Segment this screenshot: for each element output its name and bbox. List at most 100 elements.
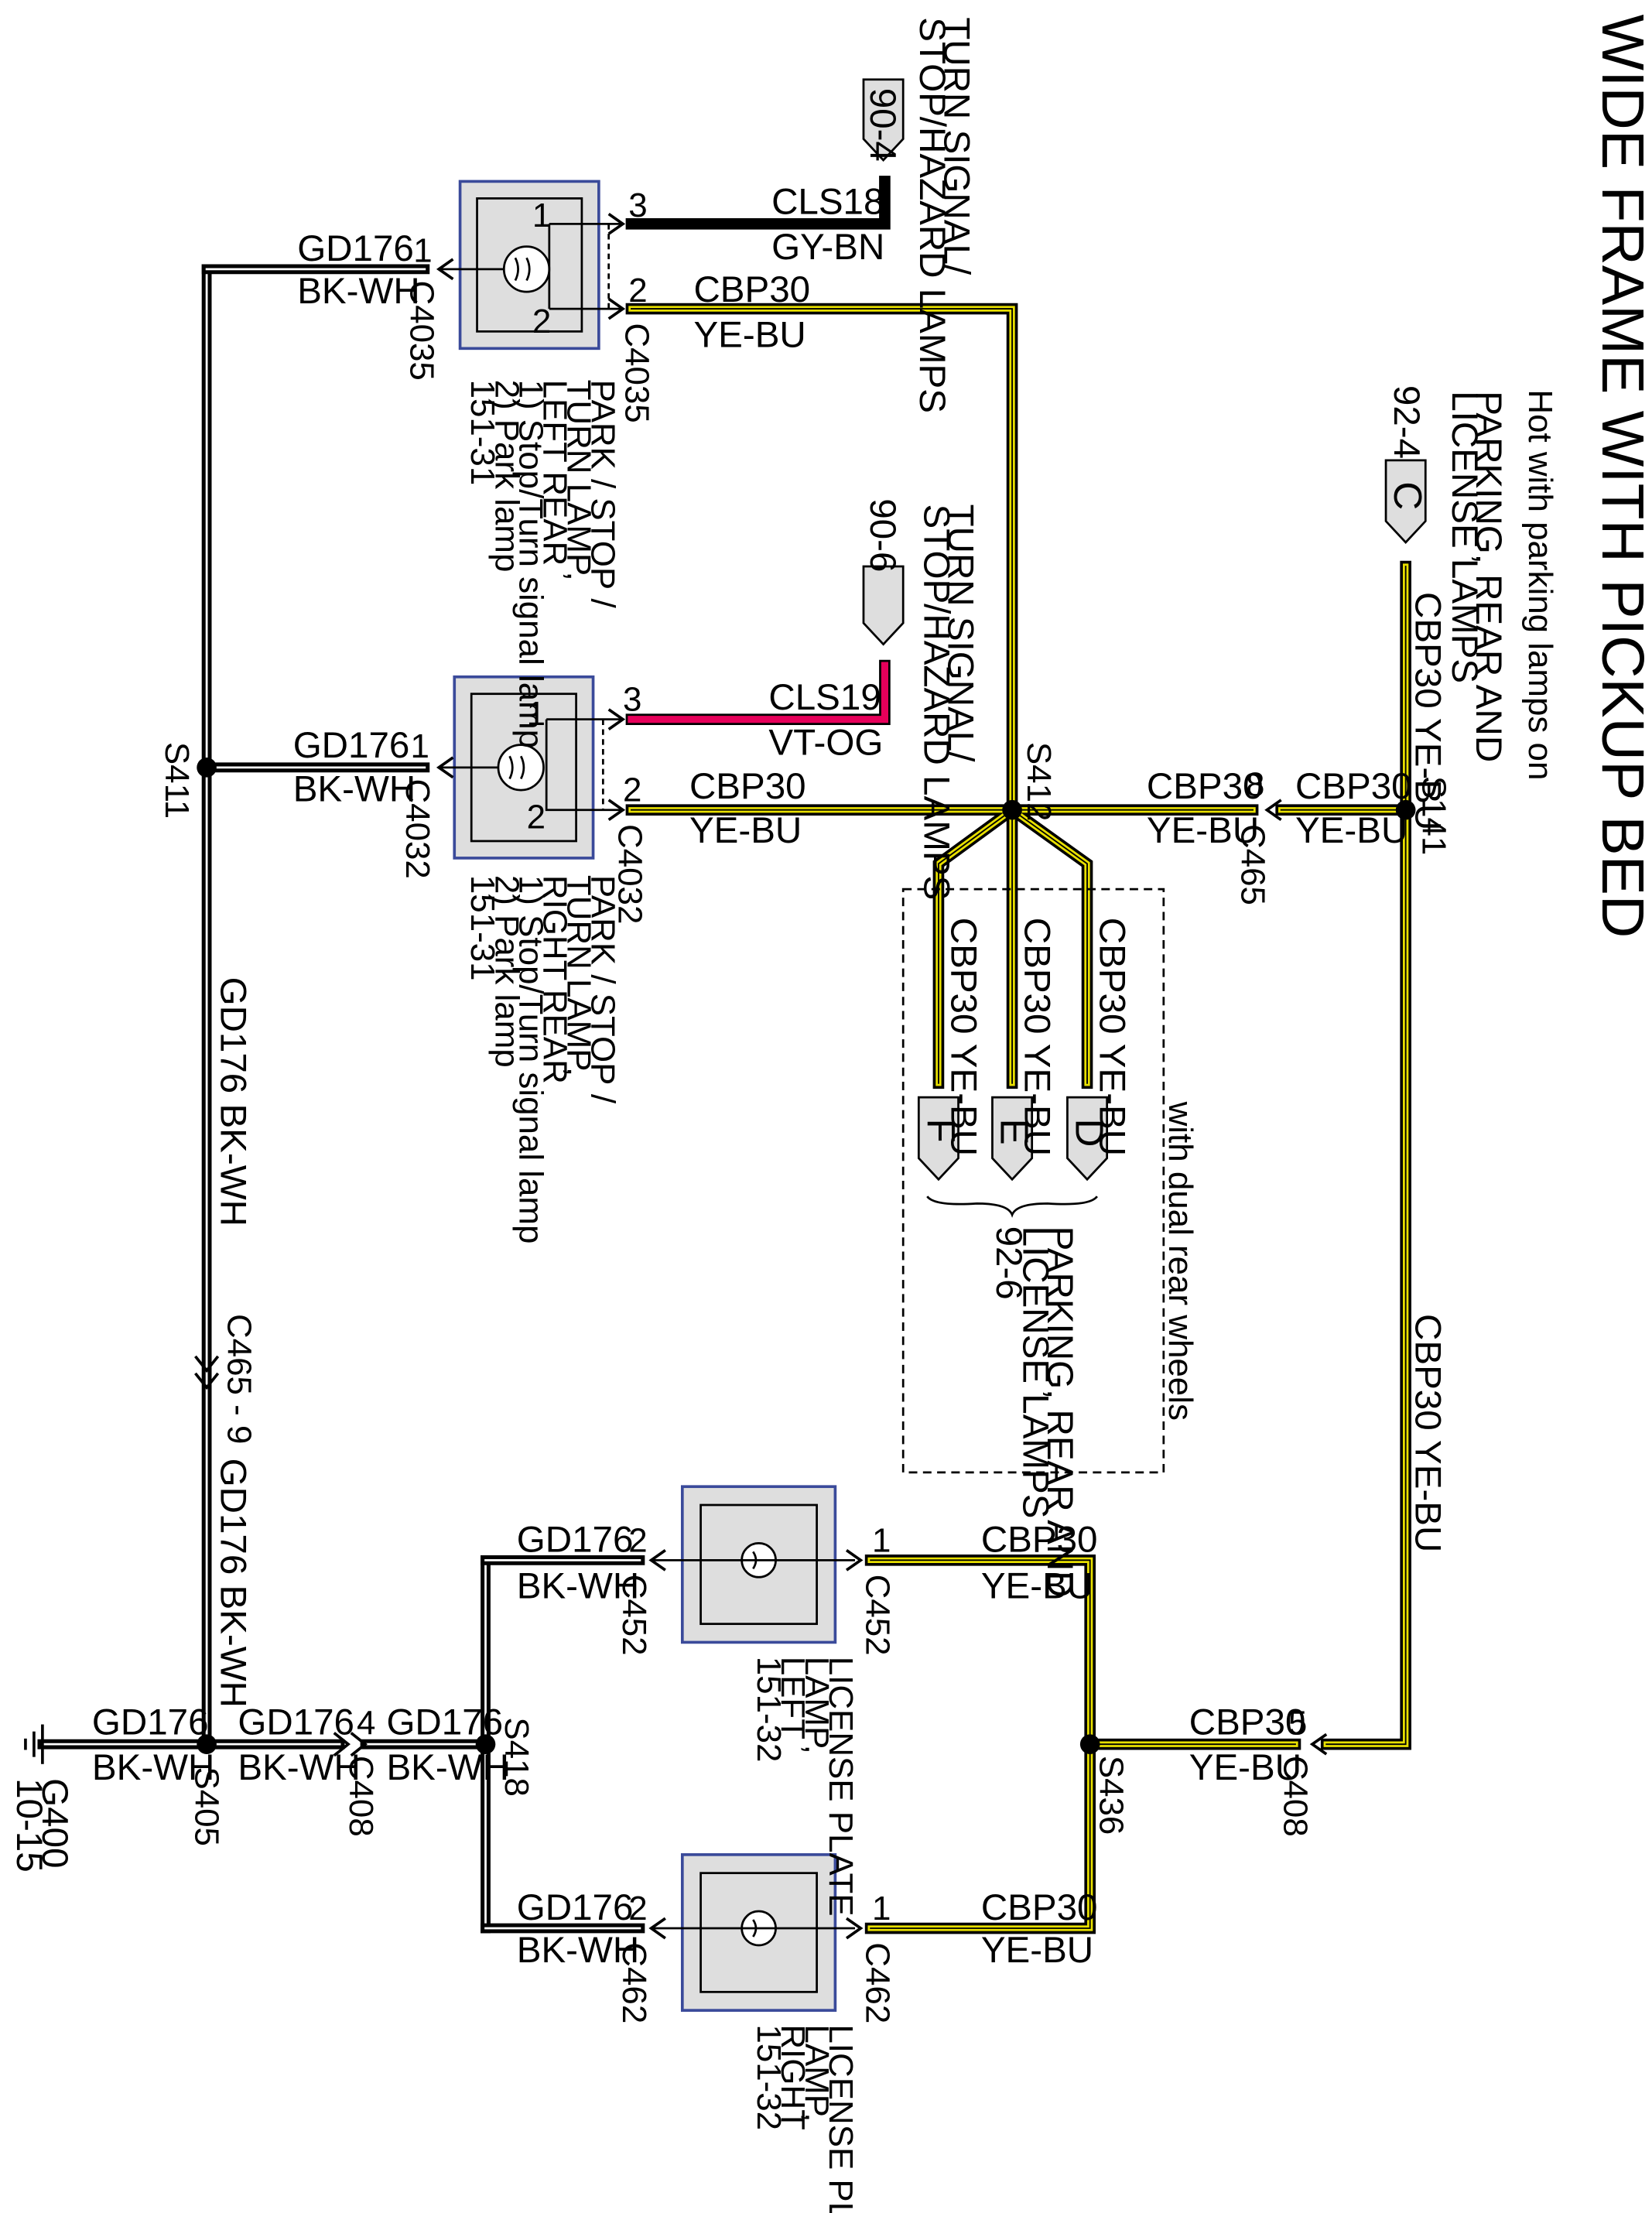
left-rear-pin2: 2 bbox=[532, 303, 551, 340]
right-rear-desc-1: PARK / STOP / bbox=[584, 875, 622, 1104]
turn-signal-top-line2: STOP/HAZARD LAMPS bbox=[912, 17, 953, 413]
wire-label-yebu-s141: YE-BU bbox=[1295, 810, 1407, 851]
lic-left-desc-3: LEFT bbox=[774, 1657, 812, 1739]
right-rear-lamp: 1 2 bbox=[436, 675, 626, 860]
wire-label-cbp30-c465: CBP30 bbox=[1147, 766, 1264, 807]
wire-label-bkwh-c408: BK-WH bbox=[386, 1747, 508, 1788]
right-rear-pin1: 1 bbox=[527, 695, 546, 733]
letter-c: C bbox=[1386, 481, 1430, 510]
connector-c4035-left: C4035 bbox=[403, 281, 441, 381]
wire-label-vtog: VT-OG bbox=[768, 722, 883, 763]
parking-def-line2: LICENSE LAMPS bbox=[1015, 1226, 1056, 1519]
splice-s418 bbox=[475, 1734, 496, 1754]
connector-ids: C4035 C4035 C4032 C4032 C465 C465 - 9 C4… bbox=[9, 281, 1453, 2024]
lic-right-desc-4: 151-32 bbox=[750, 2024, 788, 2130]
connector-c4032-left: C4032 bbox=[398, 778, 436, 878]
wire-label-gd176-c408: GD176 bbox=[386, 1702, 503, 1743]
left-rear-pin1: 1 bbox=[532, 197, 551, 234]
left-rear-lamp: 1 2 bbox=[436, 180, 626, 351]
wire-labels-vertical: GD176 BK-WH GD176 BK-WH CBP30 YE-BU CBP3… bbox=[212, 592, 1448, 1708]
right-rear-desc-5: 2) Park lamp bbox=[487, 875, 525, 1068]
wire-label-vert-cbp30-e: CBP30 YE-BU bbox=[1017, 918, 1058, 1156]
dual-rear-label: with dual rear wheels bbox=[1161, 1101, 1199, 1421]
wire-label-cls19: CLS19 bbox=[768, 677, 881, 718]
parking-def-line1: PARKING, REAR AND bbox=[1039, 1226, 1080, 1598]
splice-s412 bbox=[1002, 799, 1022, 820]
wire-label-yebu-c462: YE-BU bbox=[981, 1930, 1093, 1971]
ground-symbol bbox=[24, 1724, 44, 1764]
connector-c465: C465 bbox=[1233, 824, 1271, 905]
offpage-90-4 bbox=[862, 78, 905, 162]
offpage-90-6 bbox=[862, 565, 905, 646]
wire-label-vert-gd176-upper: GD176 BK-WH bbox=[212, 977, 253, 1226]
lic-right-desc-1: LICENSE PLATE bbox=[822, 2024, 860, 2213]
pin-c462-2: 2 bbox=[628, 1890, 647, 1927]
pin-c462-1: 1 bbox=[872, 1890, 891, 1927]
pin-c452-1: 1 bbox=[872, 1521, 891, 1559]
wire-label-bkwh-s411: BK-WH bbox=[293, 769, 416, 810]
wire-label-vert-cbp30-lower: CBP30 YE-BU bbox=[1407, 1314, 1448, 1552]
left-rear-desc-2: TURN LAMP, bbox=[560, 380, 598, 581]
offpage-connectors bbox=[862, 78, 1427, 1182]
parking-top-line1: PARKING, REAR AND bbox=[1468, 391, 1509, 762]
component-descriptions: PARK / STOP / TURN LAMP, LEFT REAR 1) St… bbox=[463, 380, 860, 2213]
diagram-subtitle: Hot with parking lamps on bbox=[1521, 389, 1559, 780]
wire-label-vert-cbp30-top: CBP30 YE-BU bbox=[1407, 592, 1448, 830]
wire-label-cbp30-c452: CBP30 bbox=[981, 1519, 1098, 1560]
splice-s141 bbox=[1395, 799, 1416, 820]
connector-c408-left: C408 bbox=[342, 1756, 380, 1837]
ground-g400-label: G400 bbox=[34, 1778, 75, 1868]
offpage-d bbox=[1066, 1096, 1109, 1182]
ref-92-4-label: 92-4 bbox=[1386, 385, 1427, 459]
pin-c465-8: 8 bbox=[1246, 765, 1264, 803]
wire-labels: GD176 BK-WH GD176 BK-WH CLS18 GY-BN CBP3… bbox=[92, 182, 1412, 1971]
splice-s405 bbox=[197, 1734, 217, 1754]
left-rear-desc-5: 2) Park lamp bbox=[487, 380, 525, 573]
left-rear-desc-1: PARK / STOP / bbox=[584, 380, 622, 609]
letter-e: E bbox=[992, 1119, 1036, 1145]
lic-right-desc-3: RIGHT bbox=[774, 2024, 812, 2130]
pin-c4032-2: 2 bbox=[623, 771, 641, 809]
splice-s411 bbox=[197, 758, 217, 778]
wire-label-cbp30-c408: CBP30 bbox=[1189, 1702, 1306, 1743]
lic-left-desc-1: LICENSE PLATE bbox=[822, 1657, 860, 1917]
right-rear-desc-4: 1) Stop/Turn signal lamp bbox=[511, 875, 549, 1244]
connector-c452-right: C452 bbox=[859, 1575, 897, 1656]
right-rear-pin2: 2 bbox=[527, 799, 546, 836]
wire-label-gd176-top: GD176 bbox=[297, 228, 414, 269]
wire-label-cbp30-mid: CBP30 bbox=[689, 766, 806, 807]
connector-c4032-right: C4032 bbox=[611, 824, 648, 924]
wire-label-yebu-c452: YE-BU bbox=[981, 1566, 1093, 1607]
splice-s436-label: S436 bbox=[1093, 1756, 1130, 1835]
offpage-c bbox=[1384, 459, 1427, 544]
parking-top-line2: LICENSE LAMPS bbox=[1444, 391, 1485, 683]
license-lamp-left bbox=[648, 1485, 864, 1644]
wire-label-cbp30-s141: CBP30 bbox=[1295, 766, 1412, 807]
pin-numbers: 1 3 2 1 3 2 8 4 5 2 1 2 1 bbox=[357, 186, 1307, 1927]
splice-s405-label: S405 bbox=[187, 1767, 225, 1846]
lic-left-desc-4: 151-32 bbox=[750, 1657, 788, 1763]
wire-label-yebu-c408: YE-BU bbox=[1189, 1747, 1301, 1788]
offpage-f bbox=[917, 1096, 959, 1182]
wire-label-vert-cbp30-f: CBP30 YE-BU bbox=[942, 918, 983, 1156]
pin-c4032-1: 1 bbox=[411, 727, 429, 765]
pin-c408-4: 4 bbox=[357, 1704, 375, 1742]
pin-c452-2: 2 bbox=[628, 1521, 647, 1559]
ref-92-6-label: 92-6 bbox=[988, 1226, 1029, 1300]
letter-f: F bbox=[918, 1119, 963, 1143]
ref-90-4-label: 90-4 bbox=[862, 88, 903, 162]
left-rear-desc-3: LEFT REAR bbox=[536, 380, 574, 566]
turn-signal-wires bbox=[625, 176, 891, 725]
pin-c4032-3: 3 bbox=[623, 681, 641, 719]
left-rear-desc-6: 151-31 bbox=[463, 380, 501, 486]
connector-c452-left: C452 bbox=[615, 1575, 653, 1656]
splice-s141-label: S141 bbox=[1415, 776, 1453, 856]
offpage-e bbox=[991, 1096, 1034, 1182]
wire-label-bkwh-c452: BK-WH bbox=[517, 1566, 639, 1607]
turn-signal-mid-line1: TURN SIGNAL/ bbox=[940, 505, 981, 763]
dual-rear-wheels-box bbox=[901, 888, 1165, 1474]
splice-s436 bbox=[1079, 1734, 1100, 1754]
turn-signal-top-line1: TURN SIGNAL/ bbox=[935, 17, 976, 275]
license-lamp-right bbox=[648, 1853, 864, 2012]
